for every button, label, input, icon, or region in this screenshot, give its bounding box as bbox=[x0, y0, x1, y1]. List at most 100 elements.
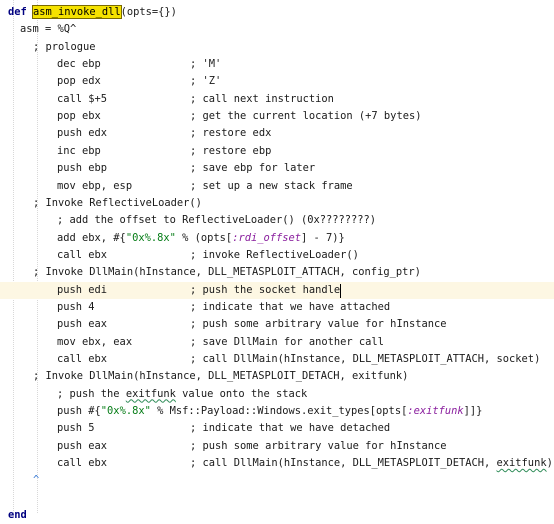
code-comment: ; indicate that we have attached bbox=[190, 300, 391, 313]
text-caret bbox=[340, 283, 342, 298]
code-instruction: mov ebx, eax bbox=[57, 335, 133, 348]
code-line[interactable]: call ebx ; call DllMain(hInstance, DLL_ME… bbox=[0, 351, 554, 368]
code-token: add ebx, #{ bbox=[57, 231, 126, 244]
code-text: ; Invoke DllMain(hInstance, DLL_METASPLO… bbox=[33, 368, 408, 385]
code-text: ; push the exitfunk value onto the stack bbox=[57, 386, 307, 403]
code-token: ]]} bbox=[463, 405, 483, 418]
code-token: (opts={}) bbox=[120, 6, 177, 18]
code-comment: ; push some arbitrary value for hInstanc… bbox=[190, 318, 447, 331]
code-text: ; prologue bbox=[33, 39, 96, 56]
code-token: asm = %Q^ bbox=[20, 23, 77, 36]
code-line[interactable]: push eax ; push some arbitrary value for … bbox=[0, 438, 554, 455]
code-instruction: push eax bbox=[57, 439, 108, 452]
code-text: ; Invoke DllMain(hInstance, DLL_METASPLO… bbox=[33, 264, 421, 281]
code-instruction: push eax bbox=[57, 318, 108, 331]
code-comment: ; save ebp for later bbox=[190, 162, 316, 175]
function-name: asm_invoke_dll bbox=[32, 5, 122, 19]
code-instruction: call $+5 bbox=[57, 92, 108, 105]
code-line[interactable]: mov ebp, esp ; set up a new stack frame bbox=[0, 178, 554, 195]
code-token: ; Invoke ReflectiveLoader() bbox=[33, 196, 202, 209]
code-token: :exitfunk bbox=[407, 405, 464, 418]
code-instruction: call ebx bbox=[57, 457, 108, 470]
code-comment: ; 'M' bbox=[190, 58, 222, 71]
code-line[interactable]: call ebx ; invoke ReflectiveLoader() bbox=[0, 247, 554, 264]
code-line[interactable]: ; add the offset to ReflectiveLoader() (… bbox=[0, 212, 554, 229]
code-line[interactable]: ^ bbox=[0, 472, 554, 489]
code-text: end bbox=[8, 507, 27, 524]
code-line[interactable]: push ebp ; save ebp for later bbox=[0, 160, 554, 177]
code-instruction: mov ebp, esp bbox=[57, 179, 133, 192]
code-comment: ; push the socket handle bbox=[190, 283, 341, 296]
code-instruction: push 5 bbox=[57, 422, 95, 435]
code-line[interactable]: end bbox=[0, 507, 554, 524]
code-text: push #{"0x%.8x" % Msf::Payload::Windows.… bbox=[57, 403, 482, 420]
code-instruction: call ebx bbox=[57, 248, 108, 261]
code-line[interactable]: ; Invoke DllMain(hInstance, DLL_METASPLO… bbox=[0, 264, 554, 281]
code-line[interactable]: call ebx ; call DllMain(hInstance, DLL_ME… bbox=[0, 455, 554, 472]
code-comment: ; call DllMain(hInstance, DLL_METASPLOIT… bbox=[190, 457, 553, 470]
code-instruction: pop ebx bbox=[57, 110, 101, 123]
code-comment: ; invoke ReflectiveLoader() bbox=[190, 248, 359, 261]
code-instruction: push 4 bbox=[57, 300, 95, 313]
code-line[interactable]: push eax ; push some arbitrary value for … bbox=[0, 316, 554, 333]
code-line[interactable]: call $+5 ; call next instruction bbox=[0, 91, 554, 108]
code-token: push #{ bbox=[57, 405, 101, 418]
code-line[interactable] bbox=[0, 490, 554, 507]
code-line[interactable]: dec ebp ; 'M' bbox=[0, 56, 554, 73]
code-comment: ; save DllMain for another call bbox=[190, 335, 384, 348]
code-instruction: push ebp bbox=[57, 162, 108, 175]
code-token: exitfunk bbox=[125, 387, 176, 400]
code-token: :rdi_offset bbox=[232, 231, 302, 244]
code-line[interactable]: push edx ; restore edx bbox=[0, 125, 554, 142]
code-text: asm = %Q^ bbox=[20, 21, 76, 38]
code-comment: ; call DllMain(hInstance, DLL_METASPLOIT… bbox=[190, 353, 541, 365]
code-token: ; prologue bbox=[33, 40, 96, 53]
code-line[interactable]: add ebx, #{"0x%.8x" % (opts[:rdi_offset]… bbox=[0, 230, 554, 247]
code-token: ; Invoke DllMain(hInstance, DLL_METASPLO… bbox=[33, 266, 421, 279]
code-comment: ; 'Z' bbox=[190, 75, 222, 88]
code-line[interactable]: push edi ; push the socket handle bbox=[0, 281, 554, 299]
code-comment: ; get the current location (+7 bytes) bbox=[190, 110, 422, 123]
code-instruction: inc ebp bbox=[57, 144, 101, 157]
code-token: ; push the bbox=[57, 387, 126, 400]
code-line[interactable]: push 5 ; indicate that we have detached bbox=[0, 420, 554, 437]
code-comment: ; call next instruction bbox=[190, 92, 334, 105]
code-comment: ; restore edx bbox=[190, 127, 272, 140]
code-token: ^ bbox=[33, 474, 40, 487]
code-instruction: pop edx bbox=[57, 75, 101, 88]
code-comment: ; set up a new stack frame bbox=[190, 179, 353, 192]
keyword: end bbox=[8, 509, 27, 522]
code-token: ; Invoke DllMain(hInstance, DLL_METASPLO… bbox=[33, 370, 409, 383]
code-line[interactable]: push #{"0x%.8x" % Msf::Payload::Windows.… bbox=[0, 403, 554, 420]
code-token: "0x%.8x" bbox=[100, 405, 151, 418]
code-line[interactable]: ; prologue bbox=[0, 39, 554, 56]
code-instruction: call ebx bbox=[57, 353, 108, 365]
code-text: add ebx, #{"0x%.8x" % (opts[:rdi_offset]… bbox=[57, 230, 345, 247]
code-token: "0x%.8x" bbox=[125, 231, 176, 244]
code-token: % (opts[ bbox=[175, 231, 233, 244]
code-token: value onto the stack bbox=[175, 387, 308, 400]
code-instruction: push edi bbox=[57, 283, 108, 296]
code-token: ] - 7)} bbox=[301, 231, 345, 244]
code-line[interactable]: ; push the exitfunk value onto the stack bbox=[0, 386, 554, 403]
code-line[interactable]: def asm_invoke_dll(opts={}) bbox=[0, 4, 554, 21]
code-line[interactable]: pop ebx ; get the current location (+7 by… bbox=[0, 108, 554, 125]
code-line[interactable]: ; Invoke DllMain(hInstance, DLL_METASPLO… bbox=[0, 368, 554, 385]
code-comment: ; push some arbitrary value for hInstanc… bbox=[190, 439, 447, 452]
keyword: def bbox=[8, 6, 34, 18]
code-text: ; add the offset to ReflectiveLoader() (… bbox=[57, 212, 376, 229]
code-line[interactable]: mov ebx, eax ; save DllMain for another c… bbox=[0, 334, 554, 351]
code-line[interactable]: push 4 ; indicate that we have attached bbox=[0, 299, 554, 316]
code-token: % Msf::Payload::Windows.exit_types[opts[ bbox=[150, 405, 408, 418]
indent-guide bbox=[13, 0, 14, 513]
code-line[interactable]: pop edx ; 'Z' bbox=[0, 73, 554, 90]
code-token: ; add the offset to ReflectiveLoader() (… bbox=[57, 214, 377, 227]
code-line[interactable]: asm = %Q^ bbox=[0, 21, 554, 38]
code-line[interactable]: ; Invoke ReflectiveLoader() bbox=[0, 195, 554, 212]
code-comment: ; indicate that we have detached bbox=[190, 422, 391, 435]
code-instruction: push edx bbox=[57, 127, 108, 140]
code-line[interactable]: inc ebp; restore ebp bbox=[0, 143, 554, 160]
code-instruction: dec ebp bbox=[57, 58, 101, 71]
code-text: def asm_invoke_dll(opts={}) bbox=[8, 4, 177, 21]
